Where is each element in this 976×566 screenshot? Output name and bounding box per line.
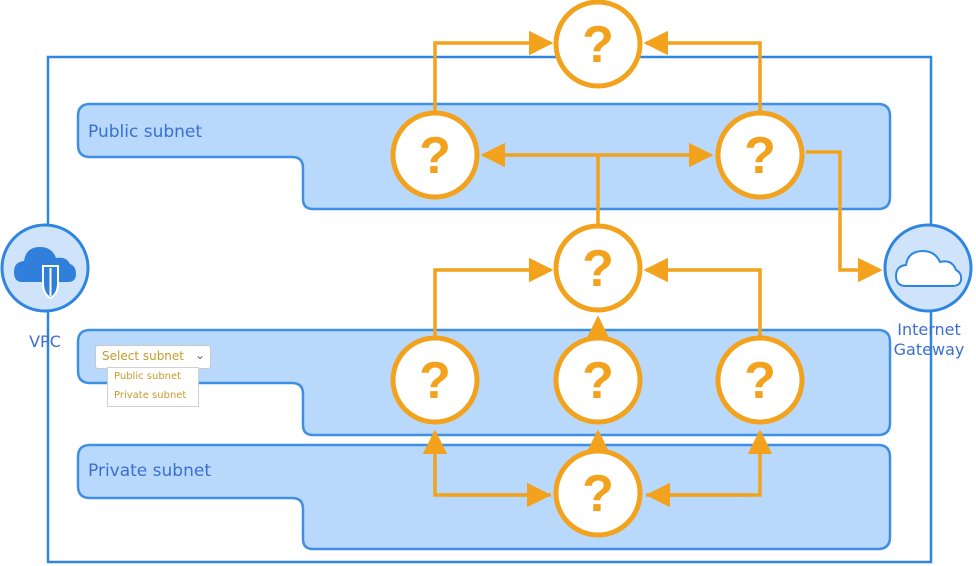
vpc-icon — [0, 223, 90, 313]
subnet-option-private[interactable]: Private subnet — [114, 390, 187, 401]
connectors — [422, 30, 883, 508]
slot-top-mark: ? — [582, 16, 614, 74]
slot-top[interactable]: ? — [553, 0, 643, 89]
slot-middle-left-mark: ? — [419, 352, 451, 410]
arrow-middle-left-to-center — [433, 257, 554, 336]
arrow-public-left-to-top — [433, 30, 554, 112]
gateway-label-line2: Gateway — [893, 340, 965, 359]
private-subnet-label: Private subnet — [88, 461, 211, 481]
slot-public-right-mark: ? — [744, 127, 776, 185]
middle-subnet-area — [76, 328, 892, 437]
private-subnet-area — [76, 443, 892, 551]
slot-middle-center[interactable]: ? — [553, 335, 643, 425]
public-subnet-label: Public subnet — [88, 122, 203, 142]
slot-public-right[interactable]: ? — [715, 110, 805, 200]
slot-center-mark: ? — [582, 240, 614, 298]
arrow-public-right-to-top — [643, 30, 762, 112]
slot-middle-right-mark: ? — [744, 352, 776, 410]
subnet-select-menu: Public subnet Private subnet — [107, 367, 199, 407]
subnet-select-value: Select subnet — [102, 349, 185, 363]
slot-bottom[interactable]: ? — [553, 448, 643, 538]
slot-center[interactable]: ? — [553, 223, 643, 313]
vpc-label: VPC — [29, 332, 61, 351]
subnet-select[interactable]: Select subnet ⌄ — [95, 345, 211, 369]
arrow-middle-right-to-center — [643, 257, 762, 336]
arrow-public-right-to-gateway — [806, 150, 883, 283]
gateway-label-line1: Internet — [897, 320, 961, 339]
slot-public-left-mark: ? — [419, 127, 451, 185]
slot-public-left[interactable]: ? — [390, 110, 480, 200]
internet-gateway-icon — [883, 223, 973, 313]
slot-middle-right[interactable]: ? — [715, 335, 805, 425]
chevron-down-icon: ⌄ — [194, 348, 205, 362]
slot-bottom-mark: ? — [582, 465, 614, 523]
subnet-option-public[interactable]: Public subnet — [114, 371, 182, 382]
slot-middle-center-mark: ? — [582, 352, 614, 410]
slot-middle-left[interactable]: ? — [390, 335, 480, 425]
